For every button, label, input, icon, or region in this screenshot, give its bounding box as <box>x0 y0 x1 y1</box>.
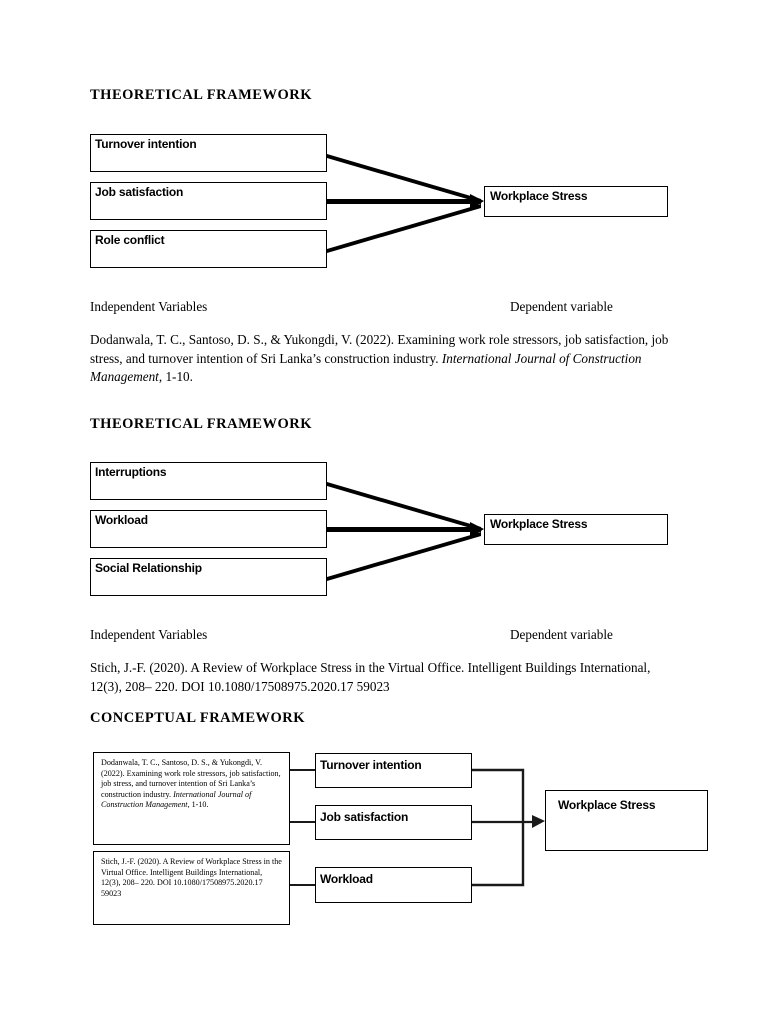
arrowhead-stress-1 <box>470 194 484 210</box>
arrow-turnover-to-stress <box>327 154 481 203</box>
citation-text: Stich, J.-F. (2020). A Review of Workpla… <box>90 660 651 694</box>
iv-box-label: Workload <box>95 513 148 527</box>
dv-box-workplace-stress-2: Workplace Stress <box>484 514 668 545</box>
bus-line-mediators <box>472 768 525 887</box>
section-2-independent-caption: Independent Variables <box>90 627 208 642</box>
conceptual-heading: CONCEPTUAL FRAMEWORK <box>90 710 306 726</box>
mediator-box-workload: Workload <box>315 867 472 903</box>
reference-text: Stich, J.-F. (2020). A Review of Workpla… <box>101 857 283 899</box>
mediator-box-job-satisfaction: Job satisfaction <box>315 805 472 840</box>
section-1-heading: THEORETICAL FRAMEWORK <box>90 87 312 103</box>
iv-box-label: Turnover intention <box>95 137 197 151</box>
arrow-jobsat-to-stress <box>327 199 481 204</box>
reference-part1: Dodanwala, T. C., Santoso, D. S., & Yuko… <box>101 758 281 799</box>
reference-box-stich: Stich, J.-F. (2020). A Review of Workpla… <box>93 851 290 925</box>
iv-box-label: Interruptions <box>95 465 167 479</box>
outcome-box-workplace-stress: Workplace Stress <box>545 790 708 851</box>
arrow-workload-to-stress <box>327 527 481 532</box>
iv-box-social-relationship: Social Relationship <box>90 558 327 596</box>
reference-text: Dodanwala, T. C., Santoso, D. S., & Yuko… <box>101 758 283 811</box>
reference-part1: Stich, J.-F. (2020). A Review of Workpla… <box>101 857 282 898</box>
section-2-citation: Stich, J.-F. (2020). A Review of Workpla… <box>90 659 680 696</box>
section-1-citation: Dodanwala, T. C., Santoso, D. S., & Yuko… <box>90 331 690 387</box>
iv-box-workload: Workload <box>90 510 327 548</box>
iv-box-turnover-intention: Turnover intention <box>90 134 327 172</box>
section-2-dependent-caption: Dependent variable <box>510 627 613 642</box>
iv-box-interruptions: Interruptions <box>90 462 327 500</box>
iv-box-label: Social Relationship <box>95 561 202 575</box>
iv-box-label: Job satisfaction <box>95 185 184 199</box>
reference-journal-lead: International <box>173 789 216 799</box>
arrow-roleconflict-to-stress <box>327 204 481 253</box>
citation-text: Dodanwala, T. C., Santoso, D. S., & Yuko… <box>90 332 669 366</box>
section-1-dependent-caption: Dependent variable <box>510 299 613 314</box>
arrowhead-outcome <box>532 815 545 828</box>
section-2-heading: THEORETICAL FRAMEWORK <box>90 416 312 432</box>
reference-journal: Journal of Construction Management <box>101 789 252 810</box>
dv-box-label: Workplace Stress <box>490 189 588 203</box>
arrow-interruptions-to-stress <box>327 482 481 531</box>
dv-box-label: Workplace Stress <box>490 517 588 531</box>
citation-journal: International Journal of Construction Ma… <box>90 350 642 385</box>
arrowhead-stress-2 <box>470 522 484 538</box>
section-1-independent-caption: Independent Variables <box>90 299 208 314</box>
reference-box-dodanwala: Dodanwala, T. C., Santoso, D. S., & Yuko… <box>93 752 290 845</box>
iv-box-role-conflict: Role conflict <box>90 230 327 268</box>
mediator-box-label: Workload <box>320 872 373 886</box>
reference-part2: , 1-10. <box>187 800 209 810</box>
iv-box-label: Role conflict <box>95 233 165 247</box>
mediator-box-turnover-intention: Turnover intention <box>315 753 472 788</box>
dv-box-workplace-stress: Workplace Stress <box>484 186 668 217</box>
mediator-box-label: Job satisfaction <box>320 810 409 824</box>
citation-pages: , 1-10. <box>158 369 193 384</box>
mediator-box-label: Turnover intention <box>320 758 422 772</box>
outcome-box-label: Workplace Stress <box>558 798 656 812</box>
arrow-social-to-stress <box>327 532 481 581</box>
iv-box-job-satisfaction: Job satisfaction <box>90 182 327 220</box>
